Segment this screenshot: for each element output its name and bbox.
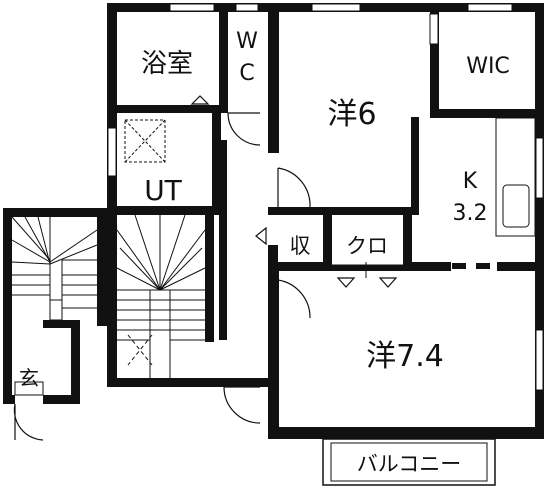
label-storage: 収	[290, 234, 311, 258]
label-utility: UT	[144, 174, 182, 207]
washer-pan	[124, 119, 166, 163]
label-balcony: バルコニー	[357, 452, 462, 476]
wall-storage-bottom	[268, 262, 411, 271]
door-closet-right	[378, 277, 398, 288]
wall-hall-left	[219, 140, 227, 340]
wall-western6-bottom	[268, 207, 418, 215]
wall-right	[535, 3, 544, 439]
label-kitchen-k: K	[463, 169, 478, 194]
window-wic	[467, 3, 513, 12]
wall-tower-right	[97, 208, 107, 326]
label-bath: 浴室	[141, 49, 193, 79]
label-western-6: 洋6	[327, 97, 376, 132]
window-western6-side	[429, 13, 439, 45]
label-closet: クロ	[346, 234, 388, 258]
wall-tower-bottom-right	[43, 395, 79, 404]
hall-marker	[255, 226, 267, 246]
wall-kitchen-bottom-right	[497, 262, 544, 271]
wall-western74-left	[268, 271, 279, 436]
wall-bath-wc	[219, 3, 228, 113]
stairs-left	[11, 216, 98, 321]
window-western6	[311, 3, 361, 12]
windows	[107, 3, 544, 391]
door-western74	[277, 279, 311, 319]
wall-bottom	[268, 427, 544, 439]
wall-top-right	[272, 3, 543, 12]
wall-entrance-top	[43, 320, 80, 328]
label-entrance: 玄	[19, 366, 39, 390]
wall-closet-right	[403, 215, 412, 270]
door-closet-left	[336, 277, 356, 288]
label-wc-top: W	[236, 29, 258, 54]
wall-wic-left	[430, 3, 439, 117]
wall-stairs-left	[107, 206, 117, 386]
wall-storage-closet	[323, 215, 332, 270]
wall-tower-bottom-left	[3, 395, 15, 404]
door-bath-marker	[190, 95, 210, 105]
window-ut	[107, 127, 117, 177]
wall-hall-bottom	[107, 378, 270, 387]
wall-bath-bottom	[107, 105, 228, 113]
wall-stairs-right	[205, 206, 214, 342]
wall-ut-right	[212, 105, 221, 215]
wall-kitchen-bottom-left	[411, 262, 451, 271]
fixtures	[14, 117, 536, 486]
stairs-center	[116, 214, 206, 378]
balcony-outline	[322, 438, 496, 486]
wall-wic-bottom	[430, 109, 544, 118]
label-wc-bottom: C	[239, 61, 254, 86]
doors	[13, 95, 490, 441]
window-bath	[169, 3, 215, 12]
kitchen-counter	[495, 117, 536, 237]
window-kitchen	[535, 137, 544, 199]
label-wic: WIC	[466, 54, 510, 79]
window-wc	[235, 3, 259, 12]
labels: 浴室 W C 洋6 WIC UT K 3.2 収 クロ 洋7.4 玄 バルコニー	[19, 29, 510, 476]
door-entrance	[13, 403, 44, 441]
wall-wc-western	[268, 3, 279, 153]
wall-kitchen-left	[411, 117, 419, 215]
label-kitchen-size: 3.2	[453, 201, 488, 226]
walls	[3, 3, 544, 439]
door-hall-lower	[223, 386, 261, 424]
door-wc	[227, 112, 261, 146]
window-western74	[535, 329, 544, 391]
wall-ut-bottom	[107, 206, 221, 215]
door-western6	[277, 167, 311, 208]
label-western-74: 洋7.4	[366, 339, 444, 374]
balcony-inner	[330, 442, 488, 482]
kitchen-sink	[502, 184, 530, 228]
wall-entrance-right	[71, 320, 80, 404]
wall-tower-top	[3, 208, 107, 217]
wall-tower-left	[3, 208, 12, 403]
